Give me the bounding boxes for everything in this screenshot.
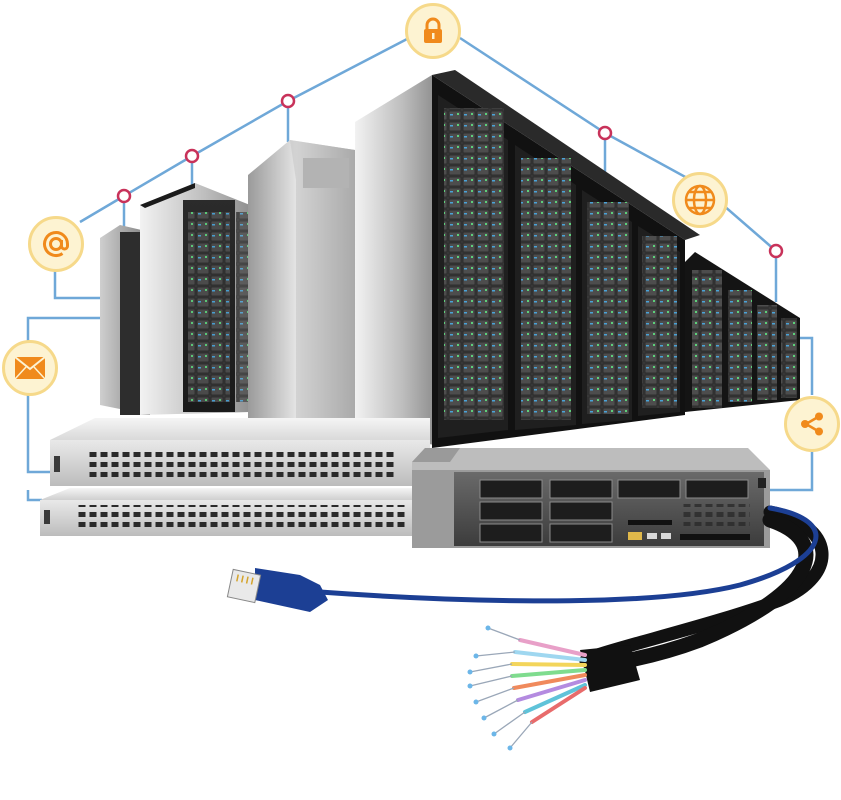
network-switch-bottom	[40, 488, 418, 536]
rack-unit-4	[638, 226, 680, 416]
envelope-icon	[2, 340, 58, 396]
rack-unit-1	[438, 95, 508, 438]
tall-tower-server	[248, 140, 355, 420]
share-icon	[784, 396, 840, 452]
left-server-rack	[140, 183, 250, 415]
rack-appliance-server	[412, 448, 770, 548]
rack-unit-3	[582, 190, 632, 424]
drive-bays	[479, 479, 749, 543]
fiber-cable-end	[467, 625, 640, 751]
network-nodes	[116, 93, 784, 259]
at-sign-icon	[28, 216, 84, 272]
globe-icon	[672, 172, 728, 228]
rack-unit-2	[515, 145, 576, 430]
network-switch-top	[50, 418, 430, 486]
right-server-rack-row	[685, 252, 800, 412]
lock-icon	[405, 3, 461, 59]
main-server-rack-row	[355, 70, 700, 448]
ethernet-connector	[226, 568, 328, 612]
